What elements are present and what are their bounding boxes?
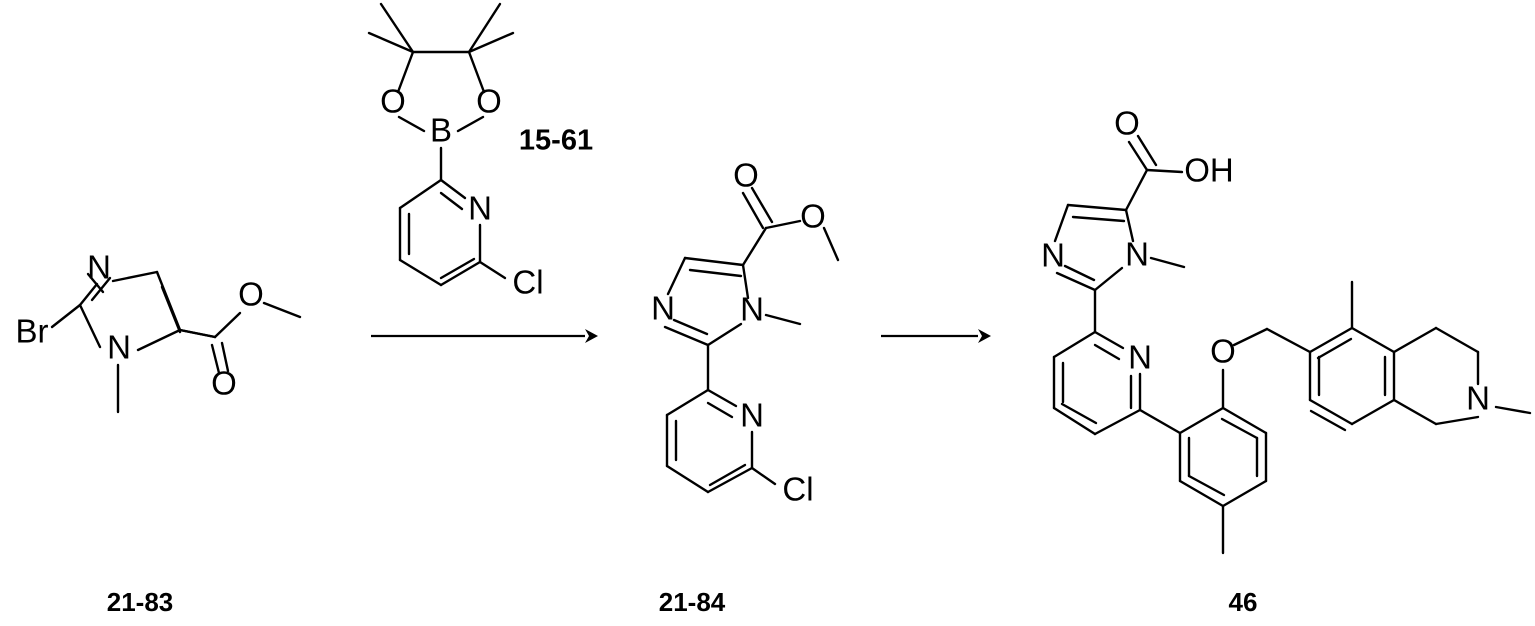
atom-label-br: Br (16, 313, 49, 350)
atom-label-pyridine-n: N (1128, 339, 1152, 376)
atom-label-n3: N (87, 249, 111, 286)
atom-label-ester-o: O (238, 276, 264, 313)
compound-label-21-84: 21-84 (659, 587, 726, 617)
structure-15-61: O O B N Cl 15-61 (367, 2, 593, 301)
atom-label-n1: N (740, 291, 764, 328)
atom-label-carbonyl-o: O (211, 365, 237, 402)
atom-label-cl: Cl (512, 264, 543, 301)
atom-label-carbonyl-o: O (733, 157, 759, 194)
atom-label-ether-o: O (1210, 333, 1236, 370)
atom-label-n1: N (1125, 236, 1149, 273)
atom-label-cl: Cl (782, 471, 813, 508)
atom-label-o-right: O (476, 83, 502, 120)
structure-46: O OH N N N O N (1041, 105, 1532, 555)
atom-label-pyridine-n: N (468, 190, 492, 227)
atom-label-n3: N (1041, 237, 1065, 274)
arrow-step-2 (881, 329, 991, 343)
atom-label-ester-o: O (800, 198, 826, 235)
atom-label-hydroxyl: OH (1184, 152, 1234, 189)
compound-label-21-83: 21-83 (107, 587, 174, 617)
atom-label-thiq-n: N (1466, 380, 1490, 417)
structure-21-83: Br N N O O (16, 249, 302, 414)
compound-label-46: 46 (1229, 587, 1258, 617)
reagent-label-15-61: 15-61 (519, 125, 593, 157)
atom-label-o-left: O (380, 83, 406, 120)
structure-21-84: O O N N N Cl (651, 157, 840, 508)
atom-label-carbonyl-o: O (1114, 105, 1140, 142)
atom-label-n1: N (107, 329, 131, 366)
arrow-step-1 (371, 329, 598, 343)
atom-label-boron: B (430, 112, 452, 149)
atom-label-pyridine-n: N (740, 397, 764, 434)
atom-label-n3: N (651, 290, 675, 327)
